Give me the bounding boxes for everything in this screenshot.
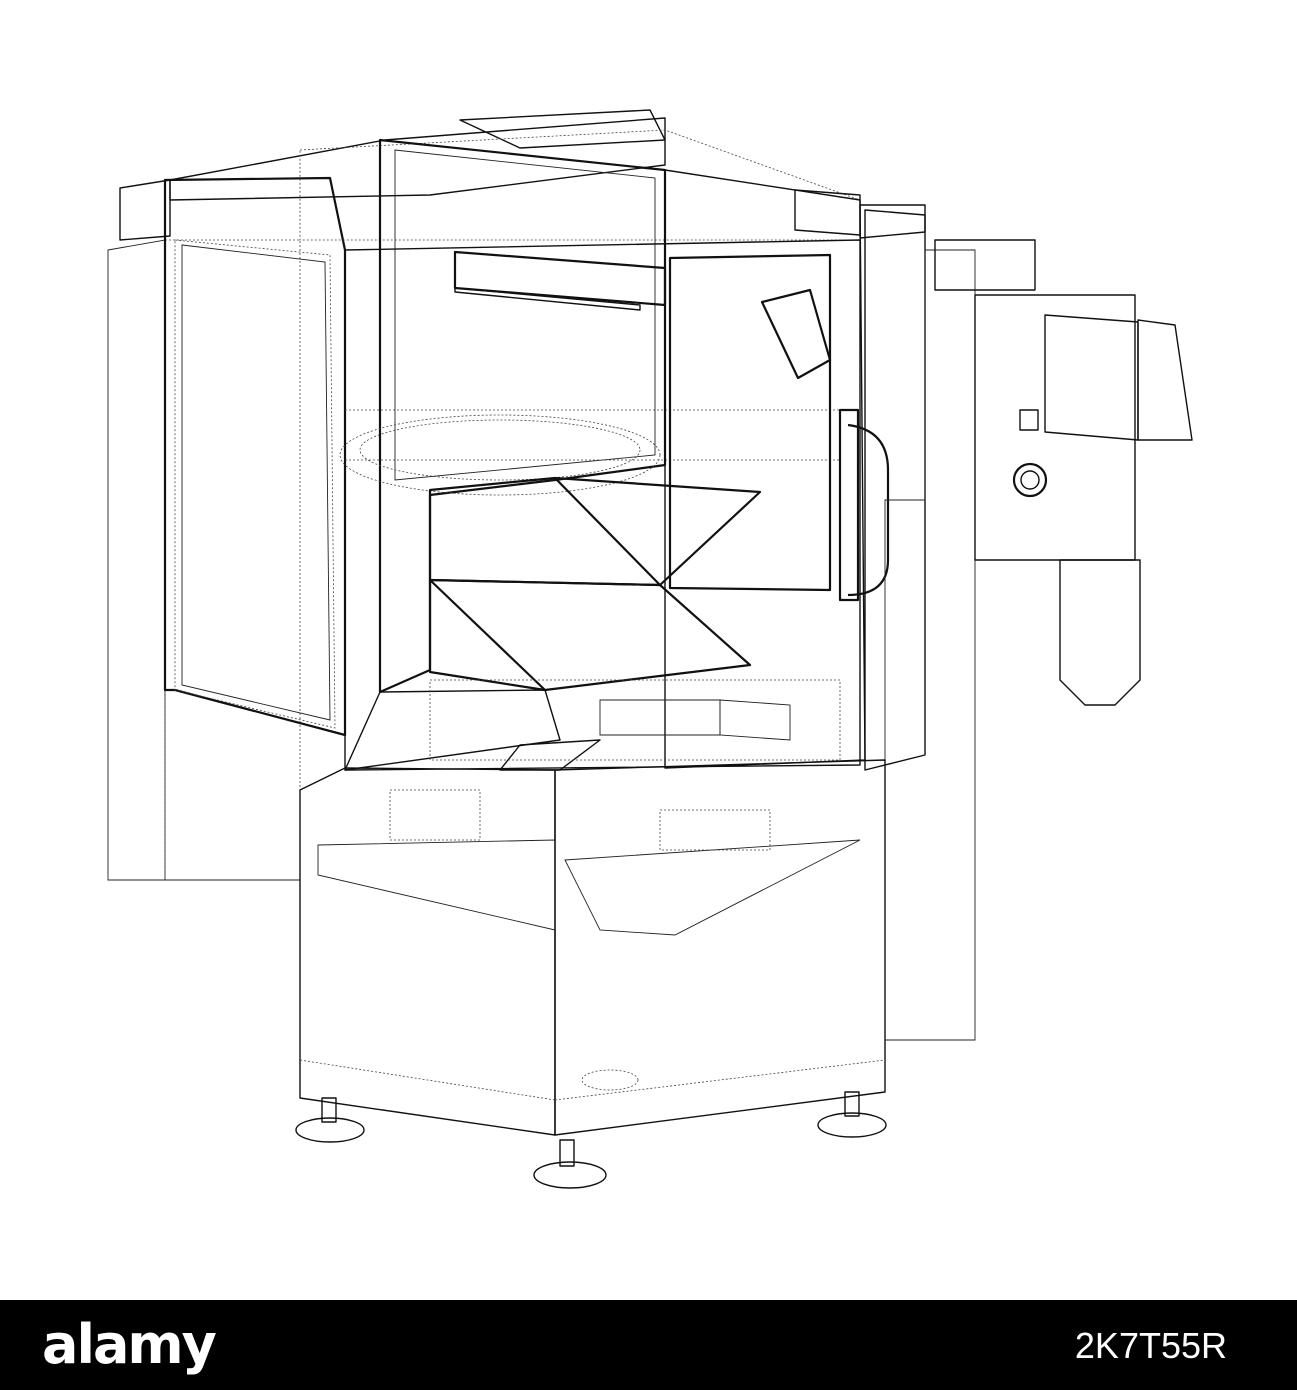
- door-window-panel: [760, 288, 832, 380]
- control-panel-switch: [1019, 409, 1039, 431]
- foot-left: [295, 1097, 365, 1143]
- control-panel-pendant: [1059, 559, 1141, 706]
- right-door: [664, 169, 890, 769]
- machine-main-frame: [339, 138, 861, 771]
- upper-light-housing: [453, 250, 667, 311]
- left-side-cabinet: [107, 179, 301, 881]
- base-cabinet: [299, 759, 886, 1136]
- foot-back: [581, 1069, 639, 1091]
- emergency-stop-button: [1012, 462, 1048, 498]
- image-id-label: 2K7T55R: [1074, 1325, 1227, 1366]
- chip-hopper: [344, 476, 762, 771]
- right-side-housing: [864, 209, 1036, 1041]
- machine-roof: [169, 109, 926, 241]
- open-left-door: [163, 176, 347, 737]
- foot-front: [533, 1139, 607, 1189]
- work-table: [429, 679, 841, 761]
- machine-wireframe-illustration: [107, 109, 1193, 1189]
- watermark-bar: alamy 2K7T55R: [0, 1300, 1297, 1390]
- control-panel: [974, 294, 1193, 706]
- control-panel-screen: [1044, 314, 1139, 441]
- machine-feet: [295, 1069, 887, 1189]
- foot-right: [817, 1091, 887, 1138]
- door-handle: [847, 423, 890, 597]
- alamy-logo: alamy: [42, 1313, 217, 1376]
- door-handle-frame: [838, 408, 860, 602]
